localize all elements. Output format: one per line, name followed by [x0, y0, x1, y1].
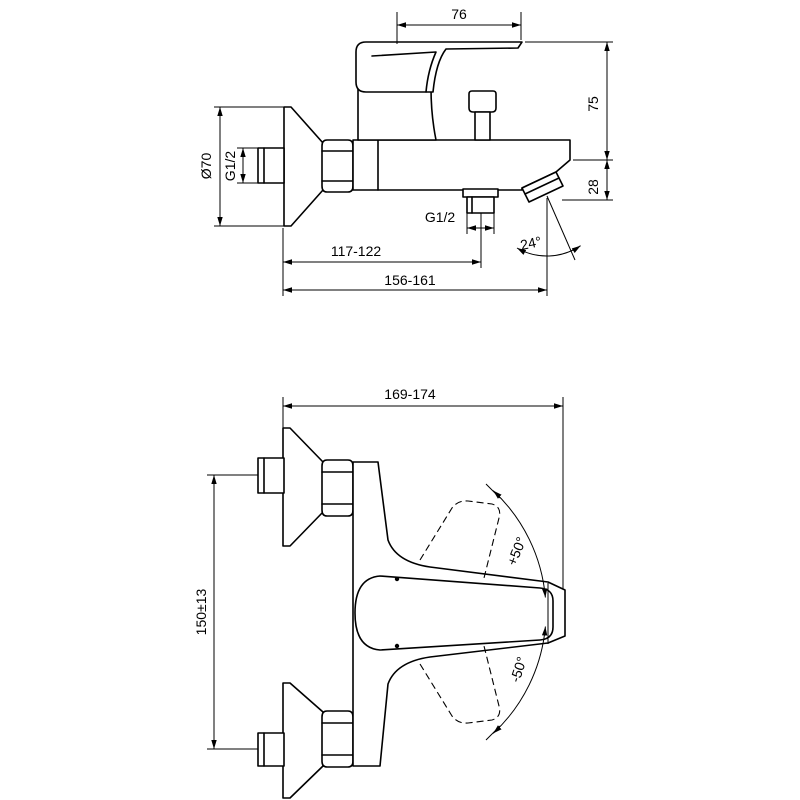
- rotation-arc-up: [492, 490, 548, 598]
- lever-handle-front: [354, 575, 554, 651]
- dimension-label: 75: [585, 96, 601, 112]
- dimension-label: 169-174: [384, 386, 436, 402]
- dimension-76: 76: [396, 6, 522, 44]
- rotation-label-down: -50°: [507, 655, 530, 685]
- cartridge-housing-side: [357, 87, 437, 141]
- dimension-label: 150±13: [193, 588, 209, 635]
- hex-nut-side: [321, 139, 354, 193]
- dimension-spout-angle: 24°: [516, 195, 581, 296]
- side-elevation-view: 76 75 28 Ø70 G1/2: [198, 6, 613, 296]
- wall-flange-side: [283, 106, 324, 227]
- diverter-knob: [468, 90, 497, 113]
- dimension-label: Ø70: [198, 153, 214, 180]
- dimension-label: G1/2: [222, 151, 238, 182]
- inlet-stub-side: [257, 147, 285, 184]
- shower-outlet-collar: [462, 188, 499, 198]
- dimension-label: 156-161: [384, 272, 436, 288]
- lever-handle-side: [355, 41, 523, 93]
- dimension-projections: 117-122 156-161: [282, 213, 547, 296]
- shower-outlet-thread: [466, 196, 495, 214]
- rotation-label-up: +50°: [503, 535, 529, 568]
- dimension-overall-width: 169-174: [282, 386, 564, 598]
- dimension-label: 117-122: [331, 243, 382, 259]
- angle-spout-axis-line: [546, 195, 576, 261]
- angle-label: 24°: [519, 233, 543, 253]
- dimension-flange-diameter: Ø70: [198, 106, 284, 227]
- dimension-label: G1/2: [425, 209, 456, 225]
- hex-nut-top: [321, 459, 354, 517]
- wall-flange-bottom: [282, 682, 324, 799]
- lever-screw-dot: [394, 576, 400, 582]
- lever-screw-dot: [394, 643, 400, 649]
- spout-aerator-line: [524, 177, 560, 195]
- hex-nut-bottom: [321, 710, 354, 768]
- dimension-label: 28: [585, 179, 601, 195]
- dimension-label: 76: [451, 6, 467, 22]
- dimension-inlet-thread: G1/2: [222, 147, 258, 184]
- inlet-stub-top: [257, 457, 285, 494]
- rotation-arc-down: [492, 626, 548, 734]
- lever-handle-contour: [371, 51, 437, 93]
- spout-aerator: [521, 171, 564, 203]
- diverter-stem: [474, 111, 491, 141]
- inlet-stub-bottom: [257, 732, 285, 767]
- lever-position-up-outline: [419, 500, 501, 579]
- dimension-75-28: 75 28: [525, 41, 613, 201]
- wall-flange-top: [282, 427, 324, 547]
- dimension-inlet-centres: 150±13: [193, 474, 258, 750]
- front-elevation-view: 169-174 150±13: [193, 386, 566, 799]
- angle-arc: [516, 245, 581, 257]
